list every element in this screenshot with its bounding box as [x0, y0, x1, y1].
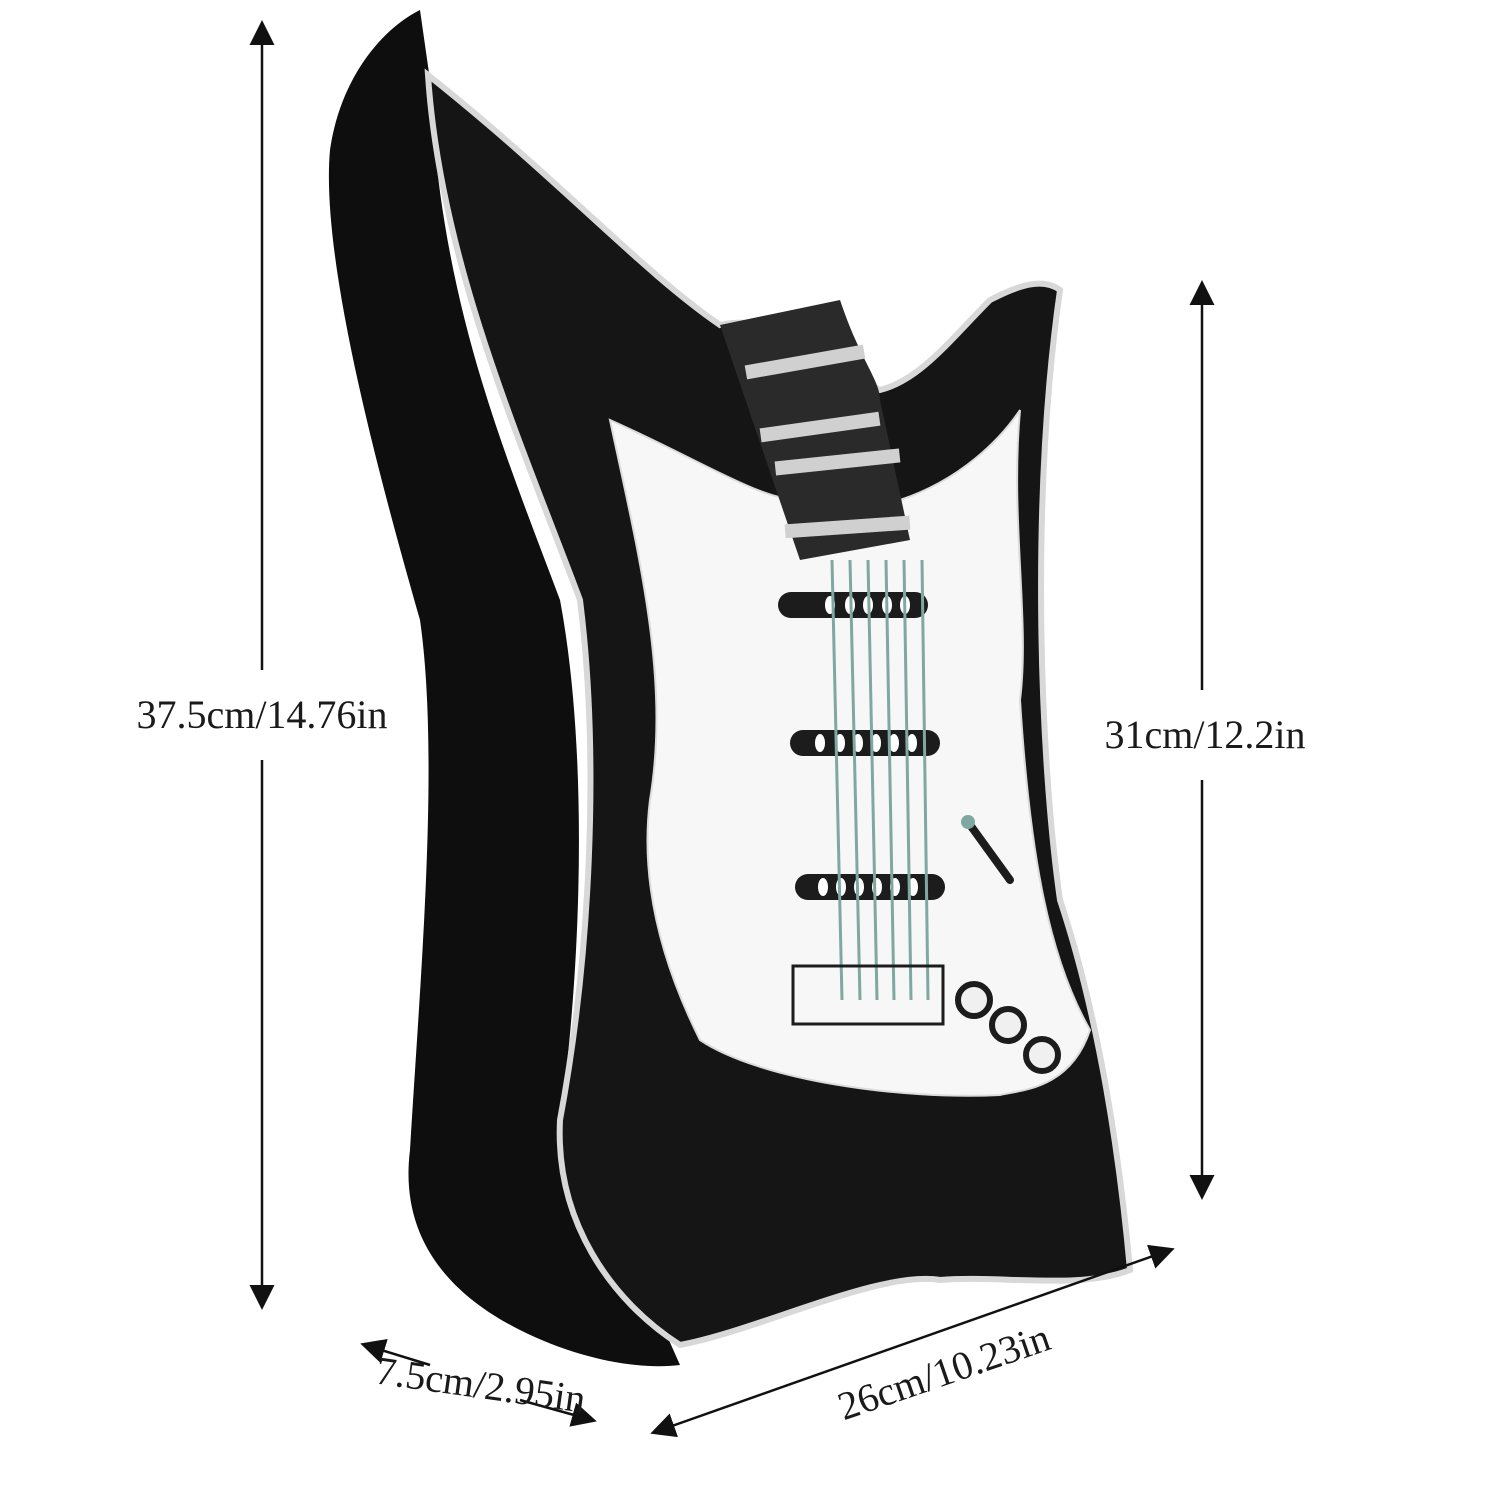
depth-label: 7.5cm/2.95in [373, 1348, 588, 1422]
width-label: 26cm/10.23in [832, 1314, 1056, 1429]
control-knobs [955, 981, 1061, 1074]
strings [830, 559, 930, 1001]
tremolo-arm [961, 815, 1014, 884]
body-height-label: 31cm/12.2in [1104, 712, 1305, 757]
bag-side-panel [328, 10, 680, 1367]
total-height-label: 37.5cm/14.76in [136, 692, 387, 737]
dimension-arrows [249, 19, 1215, 1438]
frets [744, 344, 911, 539]
bridge [791, 964, 945, 1026]
pickups [778, 592, 945, 900]
